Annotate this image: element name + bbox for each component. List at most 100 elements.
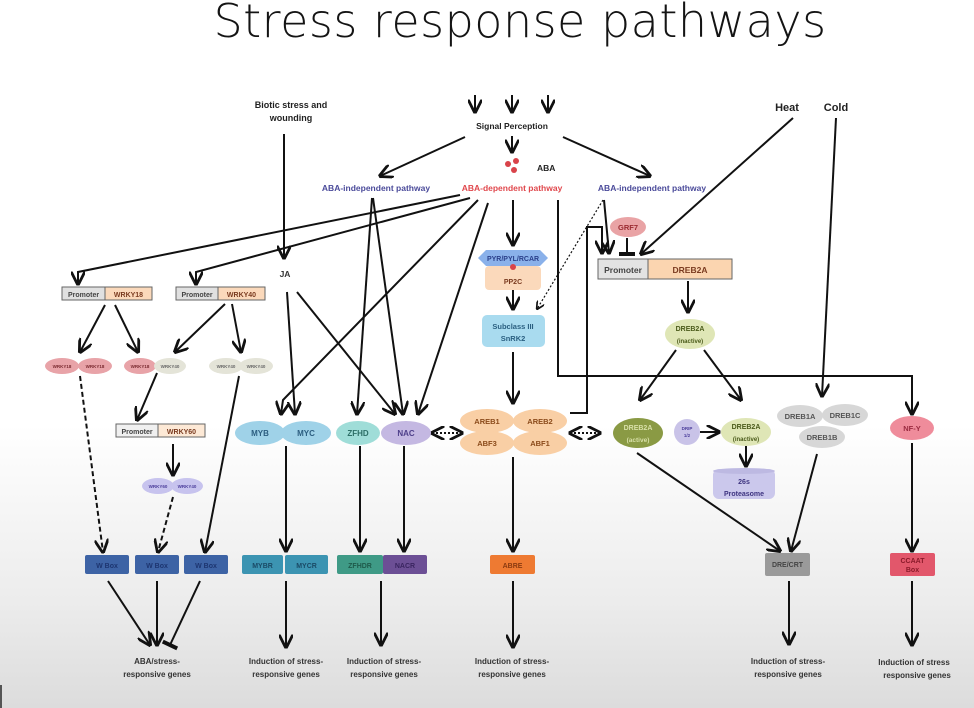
nfy-protein: NF-Y: [890, 416, 934, 440]
node-shape: [209, 358, 243, 374]
left-edge-mark: [0, 685, 2, 708]
node-shape: [713, 469, 775, 499]
node-shape: [157, 423, 206, 438]
arrow-wrky18-hetero: [114, 304, 138, 352]
proteasome-26s: 26s Proteasome: [713, 468, 775, 499]
aba-label: ABA: [537, 163, 555, 173]
page-title: Stress response pathways: [213, 0, 827, 48]
node-label: ZFHDR: [348, 563, 372, 570]
wbox-3: W Box: [184, 555, 228, 574]
dreb2a-active: DREB2A (active): [613, 418, 663, 448]
zfhdr-element: ZFHDR: [337, 555, 383, 574]
wrky18-dimer: WRKY18 WRKY18: [45, 358, 112, 374]
node-shape: [513, 158, 519, 164]
node-label: DRE/CRT: [772, 562, 804, 569]
myb-myc-complex: MYB MYC: [235, 421, 331, 445]
node-label: DRIP: [682, 426, 693, 431]
nacr-element: NACR: [383, 555, 427, 574]
node-shape: [460, 409, 514, 433]
nac-protein: NAC: [381, 421, 431, 445]
node-label: Induction of stress-: [347, 657, 422, 666]
node-shape: [337, 555, 383, 574]
gene-label: DREB2A: [673, 265, 708, 275]
arrow-cold-dreb1: [822, 117, 837, 396]
arrow-wrky18-dimer: [80, 304, 106, 352]
myb-label: MYB: [251, 429, 269, 438]
myc-label: MYC: [297, 429, 315, 438]
node-shape: [822, 404, 868, 426]
node-shape: [285, 555, 328, 574]
node-label: responsive genes: [252, 670, 320, 679]
promoter-wrky40: Promoter WRKY40: [175, 286, 266, 301]
node-shape: [184, 555, 228, 574]
node-shape: [890, 416, 934, 440]
aba-independent-right-label: ABA-independent pathway: [598, 183, 706, 193]
dreb1c-label: DREB1C: [830, 411, 861, 420]
wrky60-dimer: WRKY60 WRKY40: [142, 478, 203, 494]
output-induction-dre: Induction of stress- responsive genes: [751, 657, 826, 679]
node-shape: [505, 161, 511, 167]
node-label: NF-Y: [903, 424, 921, 433]
mycr-element: MYCR: [285, 555, 328, 574]
node-label: WRKY60: [149, 484, 168, 489]
node-label: ABA/stress-: [134, 657, 180, 666]
node-shape: [713, 468, 775, 474]
node-shape: [104, 286, 153, 301]
wrky40-dimer: WRKY40 WRKY40: [209, 358, 273, 374]
promoter-label: Promoter: [181, 292, 212, 299]
wbox-2: W Box: [135, 555, 179, 574]
node-label: 26s: [738, 479, 750, 486]
promoter-wrky60: Promoter WRKY60: [115, 423, 206, 438]
node-label: CCAAT: [901, 558, 926, 565]
cis-elements: W Box W Box W Box MYBR MYCR ZFHDR NACR A…: [85, 553, 935, 576]
node-label: WRKY40: [247, 364, 266, 369]
node-shape: [171, 478, 203, 494]
dre-crt-element: DRE/CRT: [765, 553, 810, 576]
arrow-signal-indep-right: [562, 136, 650, 176]
node-shape: [460, 431, 514, 455]
node-label: DREB2A: [676, 326, 705, 333]
node-label: responsive genes: [754, 670, 822, 679]
arrow-indep-zfhd: [357, 197, 373, 414]
node-shape: [665, 319, 715, 349]
ccaat-box-element: CCAAT Box: [890, 553, 935, 576]
arrow-dreb2a-active: [640, 349, 677, 400]
node-shape: [235, 421, 285, 445]
drip-protein: DRIP 1/2: [674, 419, 700, 445]
cold-label: Cold: [824, 102, 848, 114]
promoter-dreb2a: Promoter DREB2A: [597, 258, 733, 280]
dreb1a-label: DREB1A: [785, 412, 816, 421]
node-shape: [610, 217, 646, 237]
node-label: NACR: [395, 563, 415, 570]
arrow-aba-wrky18: [78, 194, 461, 284]
areb2-label: AREB2: [527, 417, 552, 426]
arrow-ja-nac: [296, 291, 395, 414]
arrow-indep-nac: [372, 197, 403, 414]
node-shape: [239, 358, 273, 374]
dreb1-complex: DREB1A DREB1C DREB1B: [777, 404, 868, 448]
node-label: W Box: [195, 563, 217, 570]
node-shape: [381, 421, 431, 445]
node-label: Induction of stress: [878, 658, 950, 667]
node-label: WRKY40: [161, 364, 180, 369]
node-shape: [490, 555, 535, 574]
abre-element: ABRE: [490, 555, 535, 574]
biotic-stress-label-2: wounding: [269, 113, 313, 123]
node-shape: [890, 553, 935, 576]
aba-dependent-label: ABA-dependent pathway: [462, 183, 563, 193]
node-shape: [613, 418, 663, 448]
node-shape: [482, 315, 545, 347]
aba-molecule-icon: [505, 158, 519, 173]
node-label: Induction of stress-: [249, 657, 324, 666]
node-shape: [154, 358, 186, 374]
arrow-wrky40-dimer: [231, 303, 241, 352]
wbox-1: W Box: [85, 555, 129, 574]
output-induction-abre: Induction of stress- responsive genes: [475, 657, 550, 679]
node-shape: [142, 478, 174, 494]
signal-perception-label: Signal Perception: [476, 121, 548, 131]
node-shape: [765, 553, 810, 576]
node-label: ZFHD: [347, 429, 369, 438]
node-label: NAC: [397, 429, 415, 438]
node-shape: [478, 250, 548, 266]
